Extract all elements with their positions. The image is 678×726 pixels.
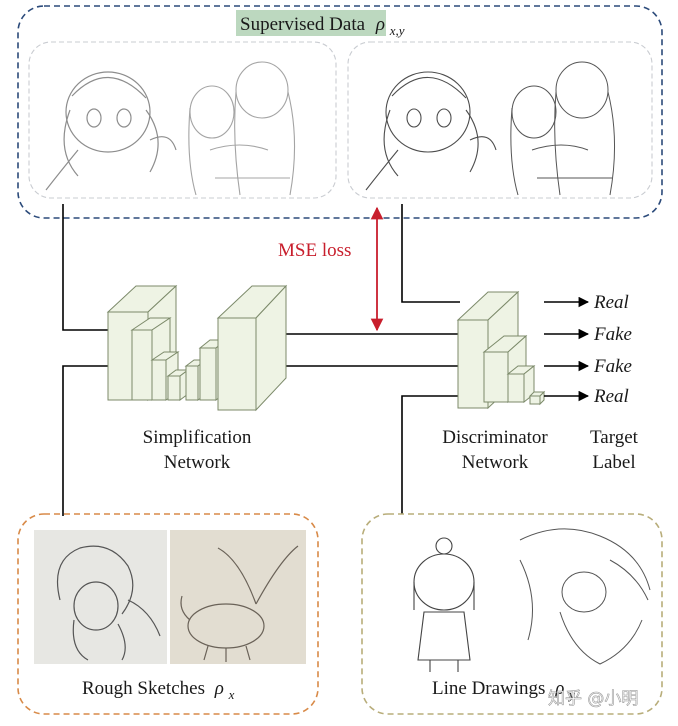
sketch-couple-clean bbox=[510, 61, 616, 196]
simplification-label-line2: Network bbox=[164, 452, 231, 473]
simplification-label-line1: Simplification bbox=[143, 427, 252, 448]
line-girl-drawing bbox=[413, 537, 475, 672]
lines-rho: ρ bbox=[554, 678, 564, 699]
supervised-subscript: x,y bbox=[389, 23, 405, 38]
simplification-network bbox=[106, 284, 288, 412]
lines-label: Line Drawings bbox=[432, 678, 545, 699]
line-drawings-panel: Line Drawings ρ y bbox=[361, 513, 663, 715]
supervised-label-highlight bbox=[236, 10, 386, 36]
mse-loss-label: MSE loss bbox=[278, 240, 351, 261]
svg-text:Supervised Data ρ: Supervised Data ρ x,y bbox=[240, 14, 405, 38]
target-label-line2: Label bbox=[592, 452, 635, 473]
discriminator-label-line1: Discriminator bbox=[442, 427, 548, 448]
discriminator-label-line2: Network bbox=[462, 452, 529, 473]
connections bbox=[62, 204, 460, 516]
discriminator-network bbox=[456, 290, 546, 410]
line-drawings-border bbox=[361, 513, 663, 715]
supervised-rho: ρ bbox=[375, 14, 385, 35]
rough-fairy-sketch bbox=[56, 545, 161, 661]
target-label-line1: Target bbox=[590, 427, 639, 448]
supervised-data-border bbox=[17, 5, 663, 219]
output-label-2: Fake bbox=[593, 324, 632, 345]
line-dragon-drawing bbox=[519, 528, 651, 665]
watermark: 知乎 @小明 bbox=[548, 689, 638, 709]
supervised-data-panel: Supervised Data ρ x,y bbox=[17, 5, 663, 219]
lines-subscript: y bbox=[567, 687, 575, 702]
rough-creature-sketch bbox=[180, 545, 299, 662]
rough-photo-creature bbox=[170, 530, 306, 664]
output-label-1: Real bbox=[593, 292, 629, 313]
rough-subscript: x bbox=[228, 687, 235, 702]
rough-sketches-border bbox=[17, 513, 319, 715]
mse-loss: MSE loss bbox=[278, 206, 384, 332]
svg-text:Rough Sketches ρ x: Rough Sketches ρ x bbox=[82, 678, 235, 702]
svg-text:Line Drawings ρ y: Line Drawings ρ y bbox=[432, 678, 575, 702]
sketch-chibi-clean bbox=[365, 71, 497, 191]
rough-photo-fairy bbox=[34, 530, 167, 664]
rough-label: Rough Sketches bbox=[82, 678, 205, 699]
output-arrows bbox=[544, 296, 590, 402]
sketch-chibi-rough bbox=[45, 71, 177, 191]
output-label-4: Real bbox=[593, 386, 629, 407]
sketch-couple-rough bbox=[188, 61, 296, 196]
rough-sketches-panel: Rough Sketches ρ x bbox=[17, 513, 319, 715]
supervised-clean-panel bbox=[347, 41, 653, 199]
supervised-label: Supervised Data bbox=[240, 14, 366, 35]
supervised-rough-panel bbox=[28, 41, 337, 199]
rough-rho: ρ bbox=[214, 678, 224, 699]
output-label-3: Fake bbox=[593, 356, 632, 377]
